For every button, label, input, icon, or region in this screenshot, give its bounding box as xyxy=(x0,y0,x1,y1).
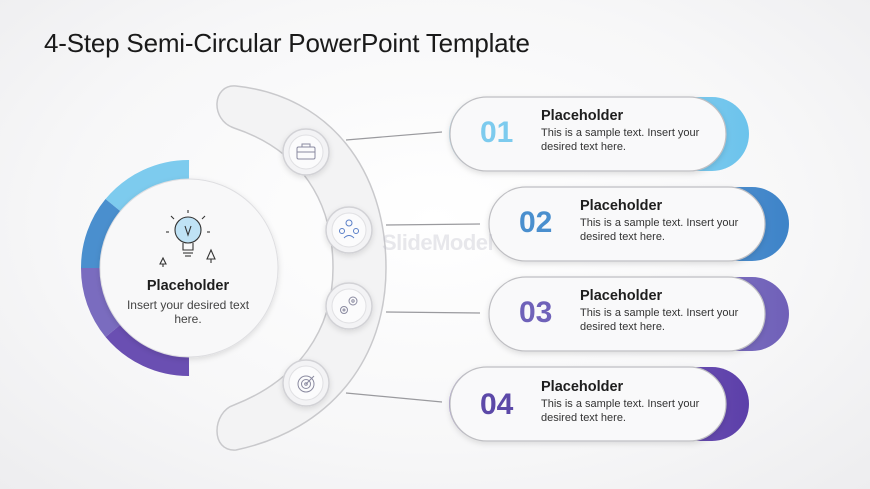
connector-line-2 xyxy=(385,223,481,226)
connector-line-1 xyxy=(345,131,443,141)
step-icon-circle-3 xyxy=(325,282,373,330)
lightbulb-icon xyxy=(159,210,216,267)
step-pill-4 xyxy=(449,366,749,442)
step-body-2: This is a sample text. Insert your desir… xyxy=(580,217,739,243)
watermark: SlideModel xyxy=(382,230,494,255)
step-text-4: Placeholder This is a sample text. Inser… xyxy=(541,379,721,425)
connector-line-4 xyxy=(345,392,443,403)
team-icon xyxy=(339,219,359,239)
target-icon xyxy=(297,375,315,393)
step-pill-3 xyxy=(488,276,789,352)
center-text-block: Placeholder Insert your desired text her… xyxy=(120,278,256,326)
step-number-2: 02 xyxy=(519,206,553,239)
step-icon-circle-2 xyxy=(325,206,373,254)
step-number-4: 04 xyxy=(480,388,514,421)
step-pill-1 xyxy=(449,96,749,172)
step-pill-2 xyxy=(488,186,789,262)
progress-half-ring xyxy=(80,159,190,377)
connector-line-3 xyxy=(385,311,481,314)
center-circle xyxy=(99,178,279,358)
briefcase-icon xyxy=(296,143,316,160)
step-body-1: This is a sample text. Insert your desir… xyxy=(541,127,700,153)
step-body-3: This is a sample text. Insert your desir… xyxy=(580,307,739,333)
step-body-4: This is a sample text. Insert your desir… xyxy=(541,398,700,424)
step-text-3: Placeholder This is a sample text. Inser… xyxy=(580,288,760,334)
slide-title: 4-Step Semi-Circular PowerPoint Template xyxy=(44,28,530,58)
step-number-3: 03 xyxy=(519,296,553,329)
semi-circular-band xyxy=(216,85,387,451)
gears-icon xyxy=(340,296,358,314)
center-title: Placeholder xyxy=(146,278,230,294)
step-title-2: Placeholder xyxy=(580,198,663,214)
step-title-3: Placeholder xyxy=(580,288,663,304)
step-title-1: Placeholder xyxy=(541,108,624,124)
step-title-4: Placeholder xyxy=(541,379,624,395)
center-body: Insert your desired text here. xyxy=(126,298,250,326)
step-text-2: Placeholder This is a sample text. Inser… xyxy=(580,198,760,244)
step-number-1: 01 xyxy=(480,116,514,149)
step-text-1: Placeholder This is a sample text. Inser… xyxy=(541,108,721,154)
